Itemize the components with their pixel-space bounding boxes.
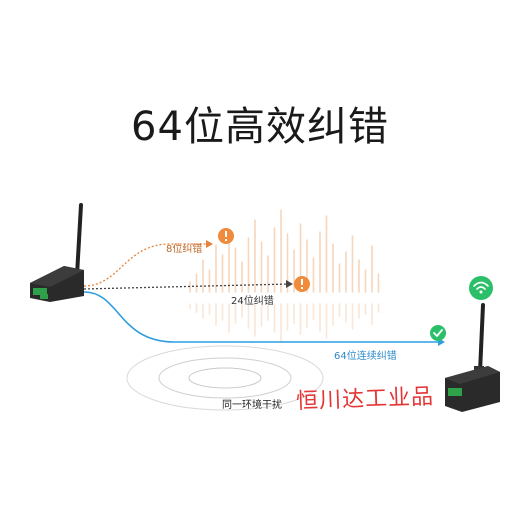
arrow-24bit bbox=[286, 280, 293, 288]
label-24bit-correction: 24位纠错 bbox=[231, 296, 274, 307]
arrow-8bit bbox=[206, 240, 213, 248]
right-radio-device bbox=[445, 303, 500, 412]
path-8bit bbox=[83, 243, 210, 287]
left-radio-device bbox=[30, 203, 84, 302]
interference-ripples bbox=[126, 345, 324, 411]
page-title: 64位高效纠错 bbox=[131, 104, 389, 150]
interference-bars bbox=[189, 209, 380, 342]
exclamation-circle-icon bbox=[294, 276, 310, 292]
path-64bit bbox=[83, 291, 440, 343]
transmission-paths bbox=[83, 243, 440, 343]
check-circle-icon bbox=[430, 325, 446, 341]
label-64bit-correction: 64位连续纠错 bbox=[334, 351, 397, 362]
watermark-text: 恒川达工业品 bbox=[295, 384, 435, 415]
exclamation-circle-icon bbox=[218, 228, 234, 244]
path-24bit bbox=[83, 283, 291, 290]
label-same-environment: 同一环境干扰 bbox=[222, 400, 282, 411]
label-8bit-correction: 8位纠错 bbox=[166, 244, 203, 255]
wifi-signal-icon bbox=[469, 276, 493, 300]
